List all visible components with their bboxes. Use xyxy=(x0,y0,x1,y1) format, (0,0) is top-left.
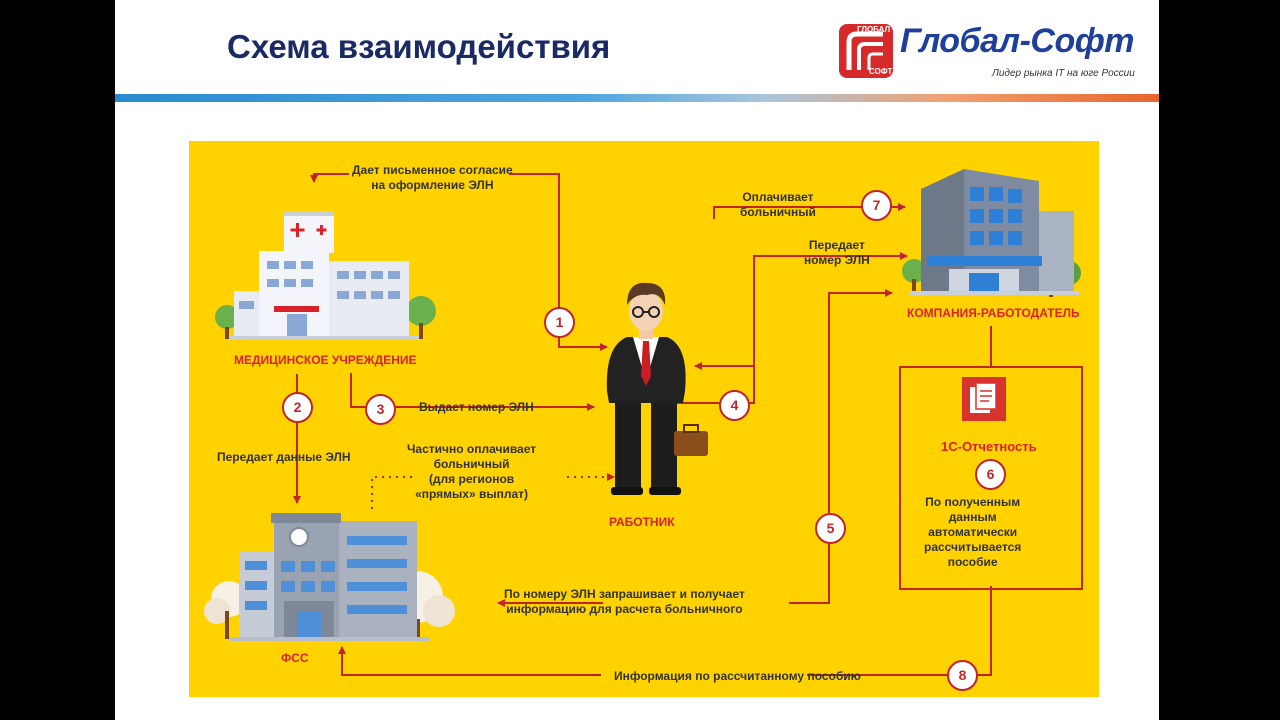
arrow-step4 xyxy=(673,252,908,404)
logo-mark-top: ГЛОБАЛ xyxy=(857,25,891,34)
step3-text: Выдает номер ЭЛН xyxy=(419,400,534,414)
step-2-badge: 2 xyxy=(282,392,313,423)
page-title: Схема взаимодействия xyxy=(227,28,611,65)
employer-label: КОМПАНИЯ-РАБОТОДАТЕЛЬ xyxy=(907,306,1080,320)
logo-mark-bottom: СОФТ xyxy=(869,67,893,76)
reporting-box xyxy=(899,366,1083,590)
logo-brand: Глобал-Софт xyxy=(900,22,1135,60)
step8-text: Информация по рассчитанному пособию xyxy=(614,669,861,683)
step-3-badge: 3 xyxy=(365,394,396,425)
hospital-building-icon xyxy=(215,211,436,340)
employee-label: РАБОТНИК xyxy=(609,515,675,529)
employee-figure-icon xyxy=(606,282,708,495)
line-step7 xyxy=(713,206,849,219)
fss-label: ФСС xyxy=(281,651,309,665)
arrow-step1-to-clinic xyxy=(310,173,349,183)
arrow-employer-to-employee xyxy=(694,255,869,370)
arrow-step8 xyxy=(338,646,601,676)
reporting-label: 1С-Отчетность xyxy=(941,439,1037,454)
arrow-step1-from-employee xyxy=(509,173,608,351)
connector-lines xyxy=(293,173,992,676)
diagram-panel: МЕДИЦИНСКОЕ УЧРЕЖДЕНИЕ РАБОТНИК КОМПАНИЯ… xyxy=(189,141,1099,697)
header-divider xyxy=(115,94,1159,102)
arrow-step5-up xyxy=(789,289,893,604)
reporting-document-icon xyxy=(962,377,1006,421)
slide: Схема взаимодействия ГЛОБАЛ СОФТ Глобал-… xyxy=(115,0,1159,720)
step-7-badge: 7 xyxy=(861,190,892,221)
company-logo: ГЛОБАЛ СОФТ Глобал-Софт Лидер рынка IT н… xyxy=(837,20,1137,85)
office-building-icon xyxy=(902,169,1081,297)
diagram-graphics xyxy=(204,169,1081,676)
dotted-lines xyxy=(371,473,615,509)
fss-building-icon xyxy=(204,513,455,641)
logo-mark-icon xyxy=(839,24,893,78)
step-4-badge: 4 xyxy=(719,390,750,421)
arrow-step3 xyxy=(350,373,595,411)
step2-text: Передает данные ЭЛН xyxy=(217,450,351,464)
step-1-badge: 1 xyxy=(544,307,575,338)
step-6-badge: 6 xyxy=(975,459,1006,490)
logo-tagline: Лидер рынка IT на юге России xyxy=(992,68,1135,79)
medical-institution-label: МЕДИЦИНСКОЕ УЧРЕЖДЕНИЕ xyxy=(234,353,417,367)
step-5-badge: 5 xyxy=(815,513,846,544)
step-8-badge: 8 xyxy=(947,660,978,691)
line-step8-right xyxy=(807,586,992,676)
